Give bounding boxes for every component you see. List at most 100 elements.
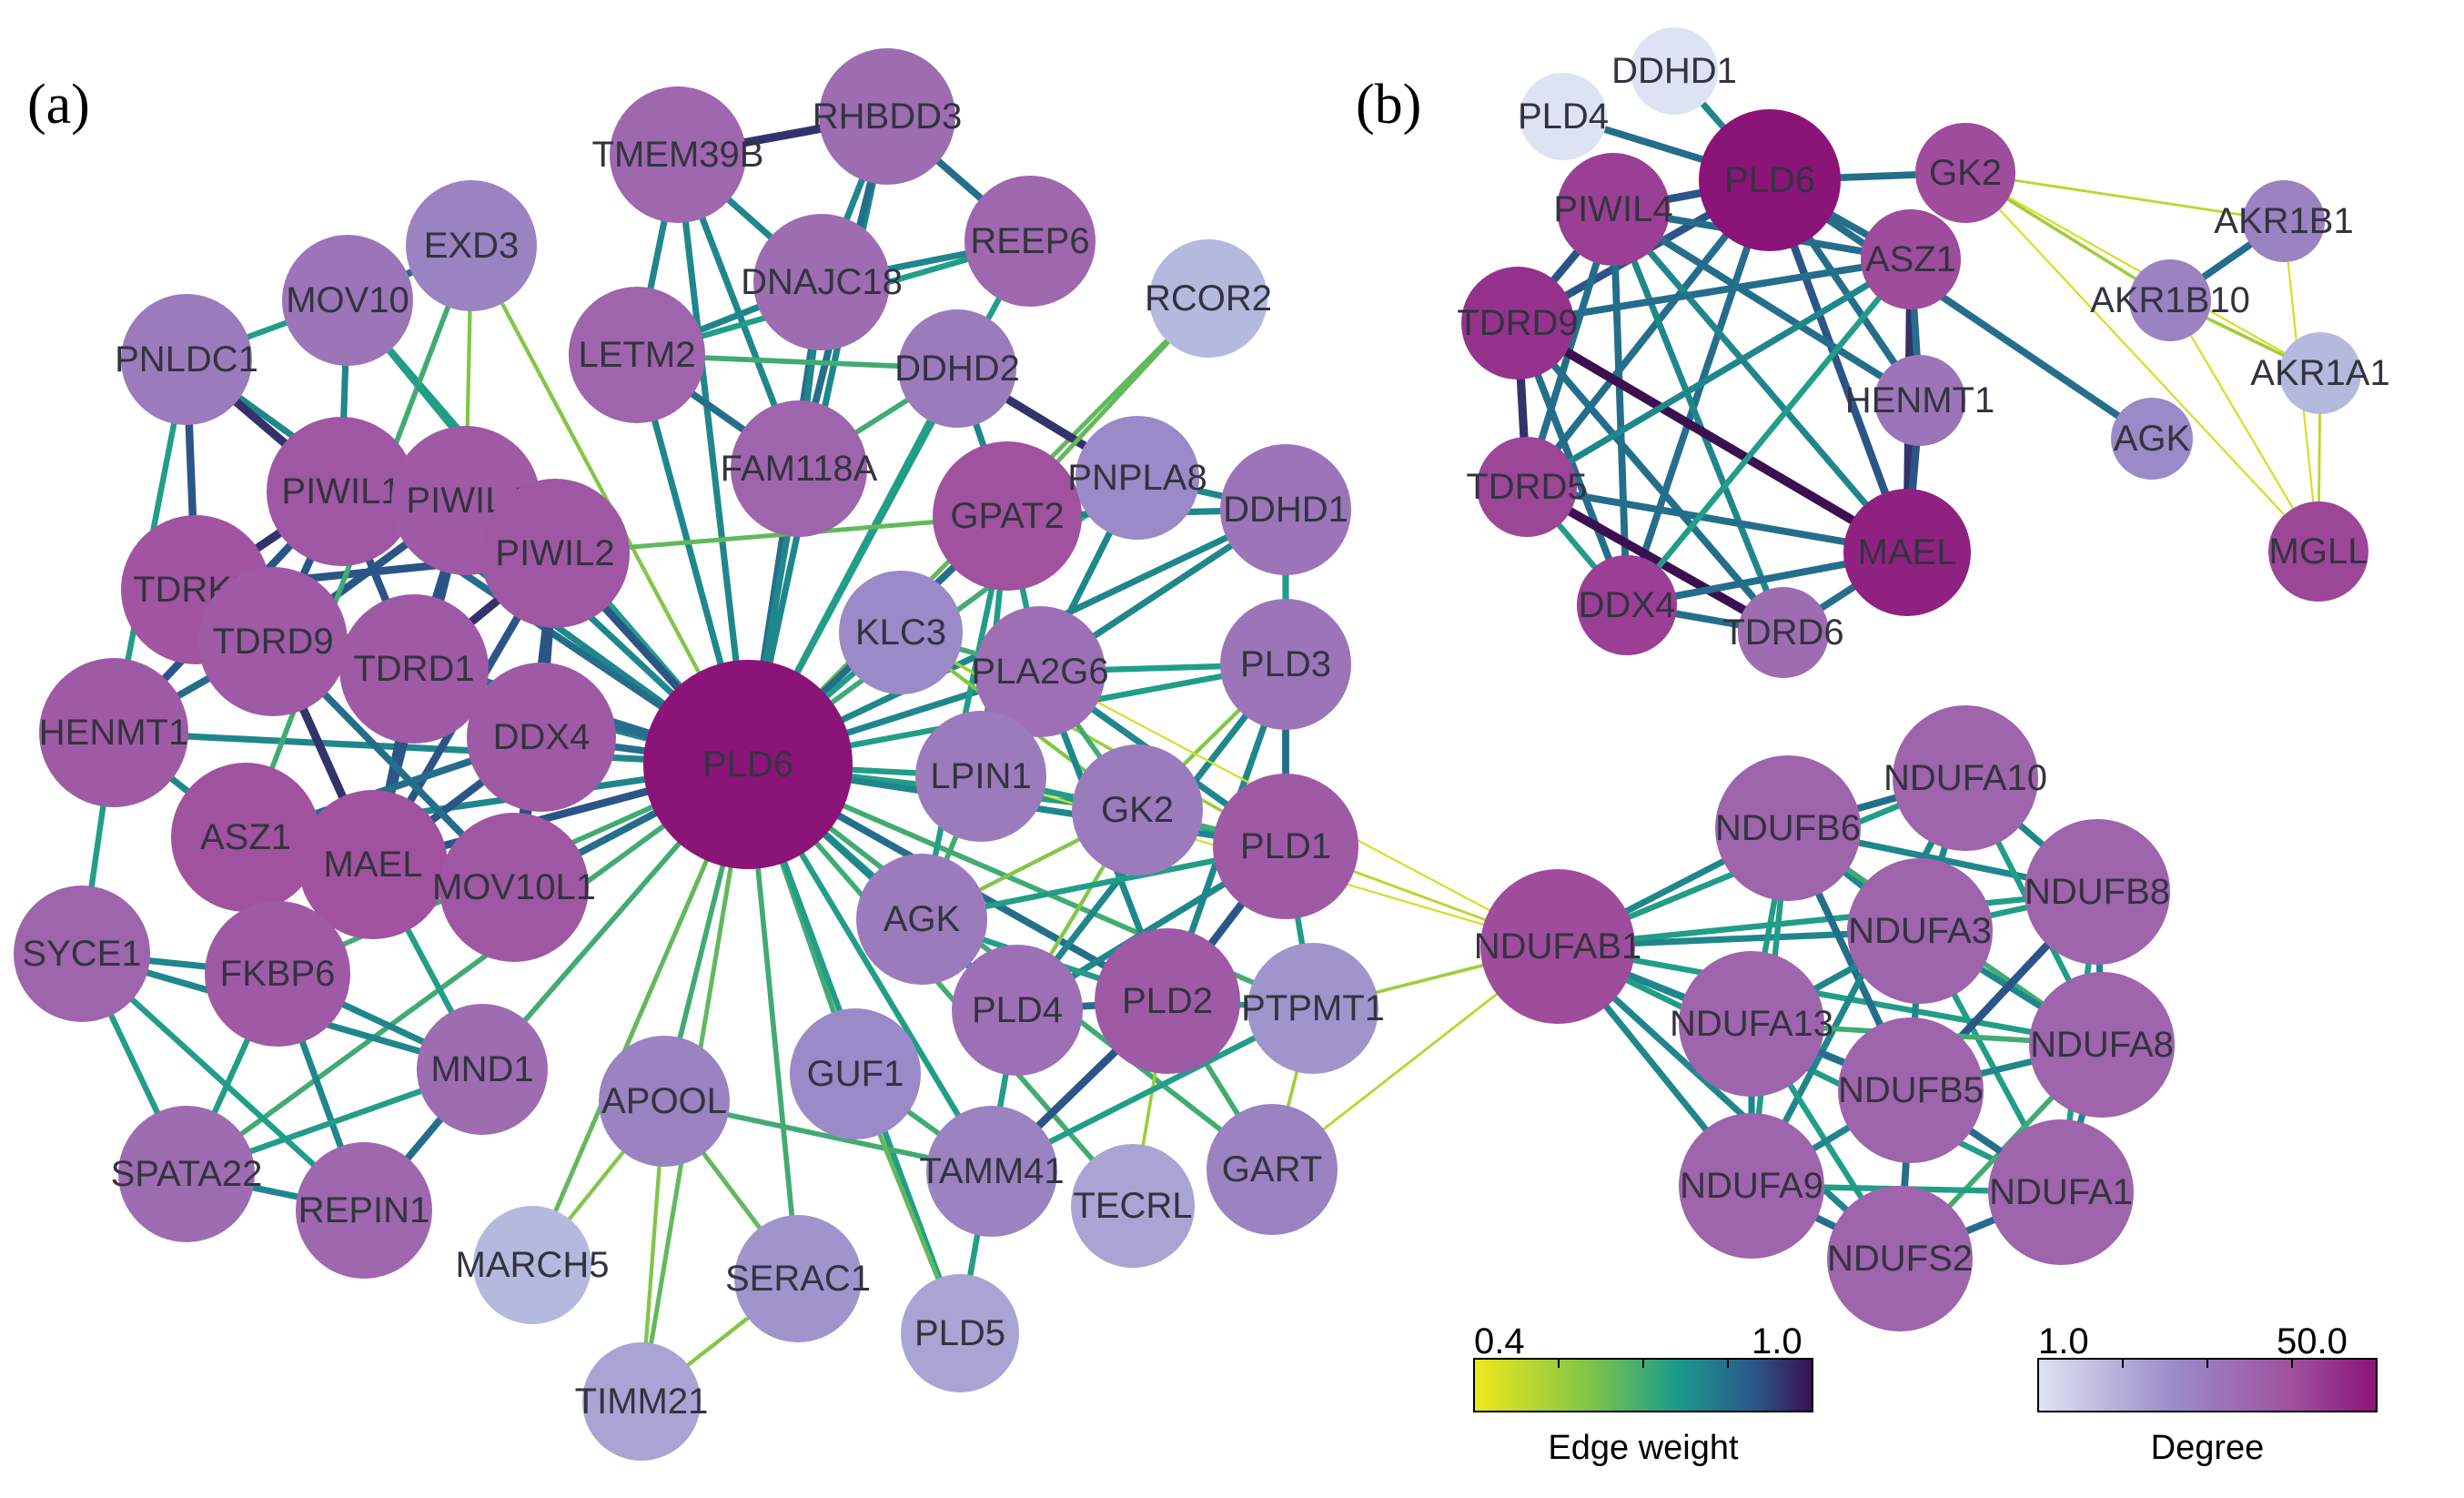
panel-b-label: (b) <box>1356 74 1421 136</box>
a-node-label: PNLDC1 <box>115 339 258 380</box>
a-node-label: PLD5 <box>914 1313 1005 1353</box>
a-node-label: PIWIL1 <box>281 471 400 511</box>
a-node-label: NDUFA1 <box>1989 1172 2133 1212</box>
b-node-circle <box>1843 489 1971 616</box>
a-node-label: EXD3 <box>424 226 520 266</box>
a-node-march5: MARCH5 <box>456 1206 610 1324</box>
b-node-henmt1: HENMT1 <box>1845 355 1994 446</box>
a-node-label: PNPLA8 <box>1067 458 1207 498</box>
a-node-label: FKBP6 <box>220 954 336 994</box>
a-node-label: PLD2 <box>1122 981 1213 1021</box>
a-node-label: SERAC1 <box>725 1259 871 1299</box>
b-node-ddx4: DDX4 <box>1577 555 1677 655</box>
b-node-label: MAEL <box>1858 532 1957 572</box>
b-node-mael: MAEL <box>1843 489 1971 616</box>
a-node-circle <box>569 287 705 423</box>
a-node-label: PLA2G6 <box>971 652 1108 692</box>
a-node-label: NDUFAB1 <box>1474 926 1642 967</box>
a-node-letm2: LETM2 <box>569 287 705 423</box>
a-node-circle <box>1247 943 1378 1074</box>
a-node-circle <box>1149 239 1267 358</box>
b-node-circle <box>1477 437 1577 537</box>
a-node-circle <box>14 886 150 1022</box>
a-node-circle <box>1827 1186 1973 1331</box>
b-node-akr1b1: AKR1B1 <box>2214 180 2354 262</box>
a-node-label: PLD6 <box>702 744 793 784</box>
a-node-label: DNAJC18 <box>741 262 903 302</box>
b-node-akr1a1: AKR1A1 <box>2250 332 2390 414</box>
b-node-circle <box>1520 73 1607 160</box>
a-node-spata22: SPATA22 <box>111 1106 263 1242</box>
a-node-label: LPIN1 <box>930 756 1031 796</box>
a-node-pld4: PLD4 <box>952 945 1083 1076</box>
b-node-tdrd9: TDRD9 <box>1457 267 1579 380</box>
a-node-syce1: SYCE1 <box>14 886 150 1022</box>
a-node-label: NDUFA8 <box>2030 1025 2174 1065</box>
a-node-ndufa8: NDUFA8 <box>2029 972 2175 1118</box>
a-node-ndufs2: NDUFS2 <box>1827 1186 1973 1331</box>
degree-legend-min: 1.0 <box>2038 1321 2089 1361</box>
a-edge-klc3-pld1 <box>899 631 1288 848</box>
a-node-label: SPATA22 <box>111 1154 263 1194</box>
a-node-fkbp6: FKBP6 <box>205 901 350 1047</box>
a-node-gk2: GK2 <box>1072 744 1203 876</box>
edge-legend-min: 0.4 <box>1474 1321 1525 1361</box>
a-node-circle <box>819 48 955 185</box>
a-node-circle <box>339 594 489 744</box>
a-node-circle <box>467 663 616 812</box>
b-node-label: GK2 <box>1929 153 2002 193</box>
a-node-circle <box>734 1215 862 1342</box>
a-node-label: RHBDD3 <box>813 96 962 137</box>
b-node-circle <box>2279 332 2361 414</box>
b-node-label: AKR1B1 <box>2214 201 2353 241</box>
a-node-repin1: REPIN1 <box>296 1142 432 1279</box>
a-edge-pld6-henmt1 <box>110 729 752 768</box>
edge-legend-max: 1.0 <box>1752 1321 1803 1361</box>
edge-legend-ticks <box>1558 1359 1729 1368</box>
a-node-circle <box>1220 599 1351 730</box>
a-node-label: MARCH5 <box>456 1245 610 1285</box>
a-node-ndufb5: NDUFB5 <box>1838 1017 1984 1163</box>
a-node-circle <box>417 1004 548 1135</box>
a-node-pnldc1: PNLDC1 <box>115 294 258 425</box>
b-edge-pld6-ddx4 <box>1623 177 1773 609</box>
network-b: PLD6DDHD1PLD4PIWIL4GK2ASZ1TDRD9HENMT1TDR… <box>1457 27 2390 678</box>
a-node-circle <box>1715 755 1861 901</box>
a-node-circle <box>582 1342 701 1461</box>
a-node-ndufa3: NDUFA3 <box>1847 858 1993 1004</box>
b-node-circle <box>1915 123 2015 223</box>
b-node-pld6: PLD6 <box>1699 109 1841 251</box>
b-node-label: AKR1A1 <box>2250 353 2389 393</box>
a-node-dnajc18: DNAJC18 <box>741 214 903 350</box>
a-node-label: GART <box>1222 1149 1322 1189</box>
a-node-circle <box>731 400 867 537</box>
a-node-label: KLC3 <box>855 612 946 653</box>
a-node-guf1: GUF1 <box>790 1008 921 1139</box>
network-b-nodes: PLD6DDHD1PLD4PIWIL4GK2ASZ1TDRD9HENMT1TDR… <box>1457 27 2390 678</box>
a-node-circle <box>933 441 1082 591</box>
b-node-circle <box>1861 209 1961 309</box>
b-node-label: PIWIL4 <box>1553 189 1672 229</box>
a-edge-gpat2-piwil2 <box>552 513 1010 556</box>
b-node-label: AGK <box>2114 419 2191 459</box>
a-node-tecrl: TECRL <box>1071 1144 1195 1268</box>
a-node-circle <box>171 763 320 912</box>
a-node-label: LETM2 <box>579 335 696 375</box>
b-node-circle <box>2243 180 2325 262</box>
a-node-label: FAM118A <box>721 449 878 489</box>
a-node-circle <box>1679 951 1824 1097</box>
a-node-tdrd1: TDRD1 <box>339 594 489 744</box>
b-edge-piwil4-mael <box>1610 206 1911 556</box>
b-node-circle <box>2268 501 2368 602</box>
a-node-ndufa9: NDUFA9 <box>1679 1113 1824 1259</box>
degree-legend-ticks <box>2122 1359 2293 1368</box>
b-node-circle <box>1631 27 1718 115</box>
a-node-pld3: PLD3 <box>1220 599 1351 730</box>
b-edge-ddx4-asz1 <box>1623 256 1914 609</box>
b-node-circle <box>2129 259 2211 341</box>
a-node-label: RCOR2 <box>1145 278 1272 319</box>
b-node-piwil4: PIWIL4 <box>1553 153 1673 266</box>
a-node-klc3: KLC3 <box>839 571 963 694</box>
